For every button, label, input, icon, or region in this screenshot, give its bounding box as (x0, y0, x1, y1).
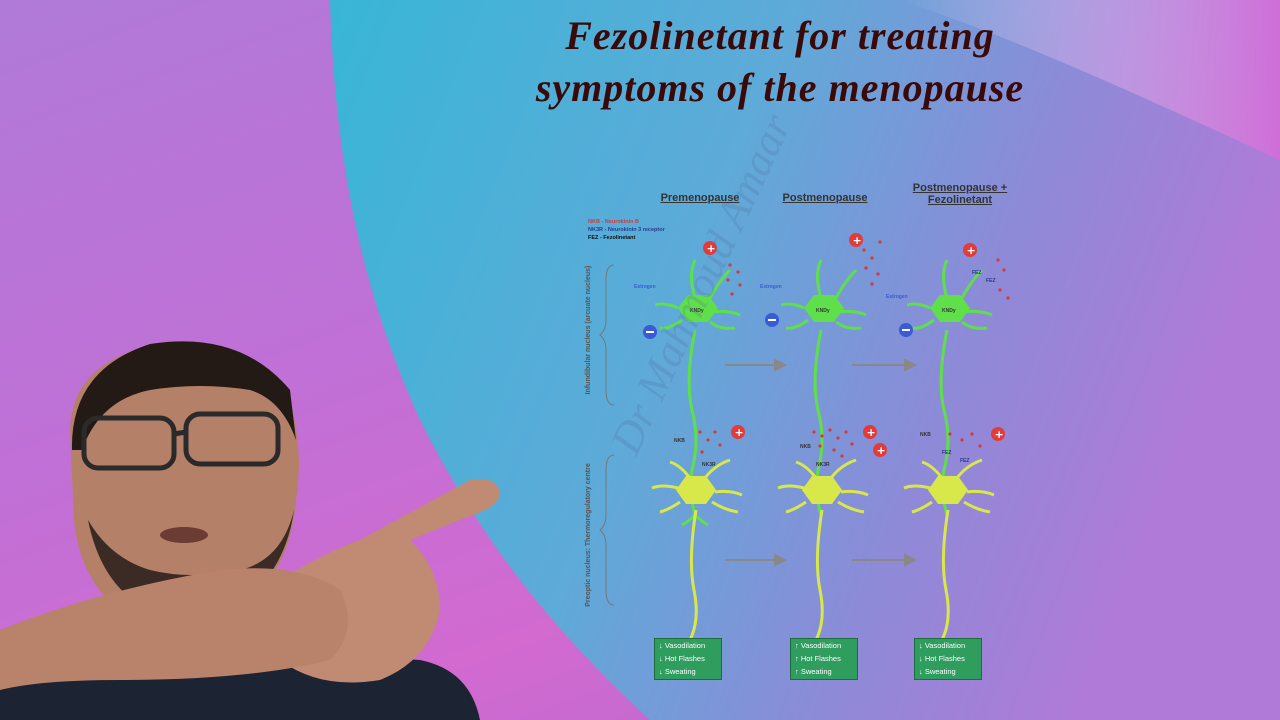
plus-sign-icon (963, 243, 977, 257)
nk3r-label: NK3R (816, 462, 830, 468)
glasses-left-lens (81, 415, 177, 471)
plus-sign-icon (863, 425, 877, 439)
effect-sweating: ↓ Sweating (919, 667, 956, 676)
column-title-premenopause: Premenopause (660, 192, 740, 204)
title-line-2: symptoms of the menopause (535, 65, 1025, 110)
legend-item-nk3r: NK3R - Neurokinin 3 receptor (588, 227, 665, 233)
estrogen-label: Estrogen (634, 284, 656, 290)
effect-box-postmenopause: ↑ Vasodilation ↑ Hot Flashes ↑ Sweating (790, 638, 858, 680)
nkb-label: NKB (674, 438, 685, 444)
plus-glyph: + (995, 428, 1004, 441)
effect-vasodilation: ↓ Vasodilation (659, 641, 706, 650)
effect-hot-flashes: ↓ Hot Flashes (659, 654, 705, 663)
effect-box-premenopause: ↓ Vasodilation ↓ Hot Flashes ↓ Sweating (654, 638, 722, 680)
title-line-1: Fezolinetant for treating (565, 13, 995, 58)
kndy-label: KNDy (816, 308, 830, 314)
diagram-legend: NKB - Neurokinin B NK3R - Neurokinin 3 r… (588, 218, 665, 242)
minus-glyph (902, 329, 910, 331)
glasses-right-lens (183, 411, 281, 467)
effect-hot-flashes: ↑ Hot Flashes (795, 654, 841, 663)
plus-glyph: + (877, 444, 886, 457)
plus-sign-icon (873, 443, 887, 457)
plus-glyph: + (735, 426, 744, 439)
fez-label: FEZ (972, 270, 981, 276)
kndy-label: KNDy (690, 308, 704, 314)
effect-vasodilation: ↓ Vasodilation (919, 641, 966, 650)
plus-glyph: + (707, 242, 716, 255)
neuron-column-3: KNDy Estrogen + FEZ FEZ + NKB FEZ FEZ (886, 243, 1010, 670)
effect-sweating: ↑ Sweating (795, 667, 832, 676)
plus-glyph: + (867, 426, 876, 439)
fez-label: FEZ (960, 458, 969, 464)
minus-glyph (646, 331, 654, 333)
effect-box-fezolinetant: ↓ Vasodilation ↓ Hot Flashes ↓ Sweating (914, 638, 982, 680)
plus-sign-icon (731, 425, 745, 439)
minus-glyph (768, 319, 776, 321)
mechanism-diagram: Premenopause Postmenopause Postmenopause… (570, 170, 1030, 690)
nkb-label: NKB (920, 432, 931, 438)
effect-hot-flashes: ↓ Hot Flashes (919, 654, 965, 663)
page-title: Fezolinetant for treating symptoms of th… (400, 10, 1160, 114)
column-title-postmenopause-fezolinetant: Postmenopause + Fezolinetant (912, 182, 1008, 206)
effect-sweating: ↓ Sweating (659, 667, 696, 676)
estrogen-label: Estrogen (760, 284, 782, 290)
legend-item-fez: FEZ - Fezolinetant (588, 235, 636, 241)
effect-vasodilation: ↑ Vasodilation (795, 641, 842, 650)
nkb-label: NKB (800, 444, 811, 450)
plus-sign-icon (849, 233, 863, 247)
fez-label: FEZ (942, 450, 951, 456)
kndy-label: KNDy (942, 308, 956, 314)
presenter-photo (0, 341, 500, 720)
neuron-column-2: KNDy Estrogen + + + NKB NK3R (760, 233, 887, 670)
plus-glyph: + (967, 244, 976, 257)
plus-glyph: + (853, 234, 862, 247)
plus-sign-icon (991, 427, 1005, 441)
estrogen-label: Estrogen (886, 294, 908, 300)
legend-item-nkb: NKB - Neurokinin B (588, 219, 640, 225)
fez-label: FEZ (986, 278, 995, 284)
column-title-postmenopause: Postmenopause (782, 192, 868, 204)
plus-sign-icon (703, 241, 717, 255)
arrow-group (725, 358, 918, 567)
nk3r-label: NK3R (702, 462, 716, 468)
